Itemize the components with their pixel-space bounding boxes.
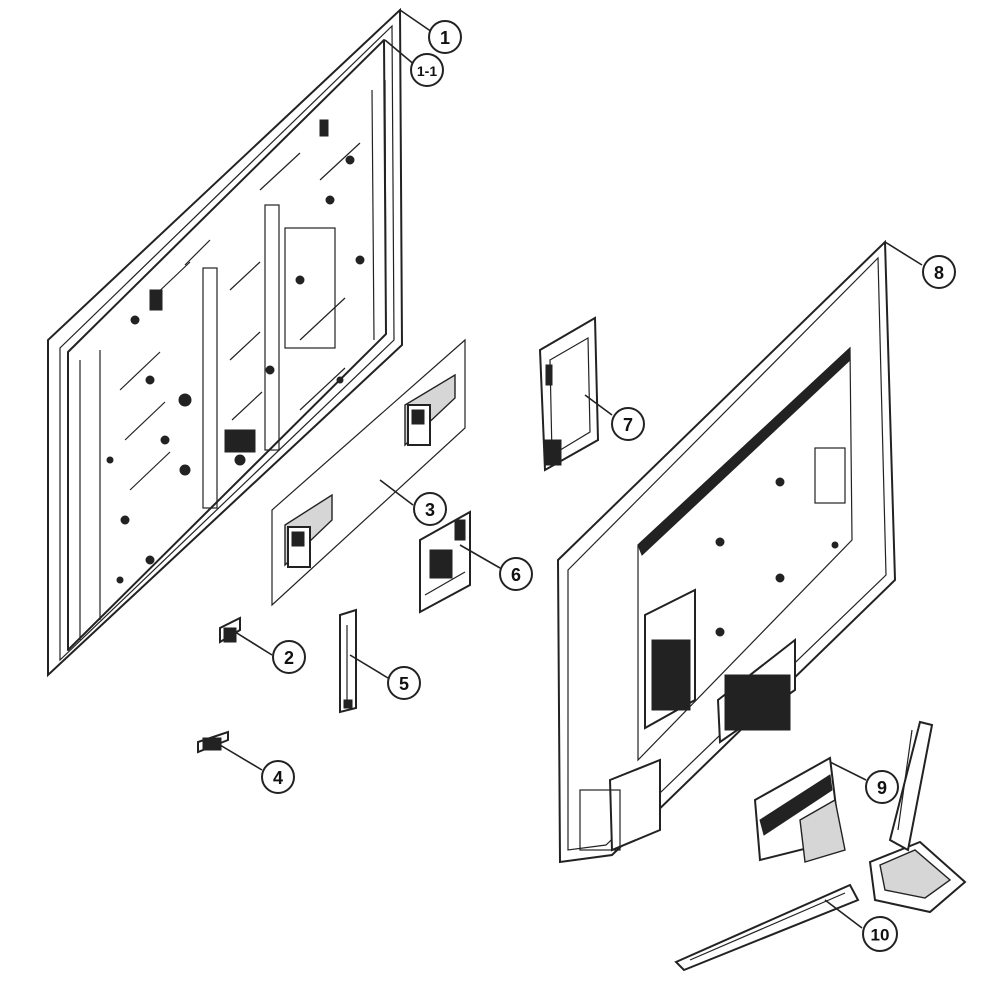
part-6-ir-board [419, 510, 471, 614]
callout-8: 8 [922, 255, 956, 289]
part-3-speakers [271, 338, 466, 607]
part-2-bracket [219, 616, 241, 644]
leader-lines [214, 9, 923, 929]
part-4-button-board [197, 730, 229, 754]
part-1-lcd-panel [47, 7, 404, 678]
callout-7-label: 7 [623, 415, 633, 435]
callout-6-label: 6 [511, 565, 521, 585]
callout-5-label: 5 [399, 674, 409, 694]
callout-1-label: 1 [440, 28, 450, 48]
callout-1-1: 1-1 [410, 53, 444, 87]
part-7-main-board [538, 316, 600, 472]
callout-10-label: 10 [871, 926, 890, 945]
callout-3-label: 3 [425, 500, 435, 520]
callout-3: 3 [413, 492, 447, 526]
callout-6: 6 [499, 557, 533, 591]
part-9-stand-neck [753, 756, 846, 863]
callout-5: 5 [387, 666, 421, 700]
callout-4-label: 4 [273, 768, 283, 788]
part-5-key-board [339, 608, 357, 714]
callout-8-label: 8 [934, 263, 944, 283]
callout-10: 10 [862, 916, 898, 952]
callout-1: 1 [428, 20, 462, 54]
part-8-rear-cover [556, 239, 897, 864]
callout-7: 7 [611, 407, 645, 441]
callout-9: 9 [865, 770, 899, 804]
callout-2-label: 2 [284, 648, 294, 668]
callout-9-label: 9 [877, 778, 887, 798]
callout-1-1-label: 1-1 [417, 63, 437, 79]
speaker-right [404, 373, 456, 447]
part-10-stand-base [674, 720, 967, 972]
speaker-left [284, 493, 333, 568]
callout-2: 2 [272, 640, 306, 674]
callout-4: 4 [261, 760, 295, 794]
